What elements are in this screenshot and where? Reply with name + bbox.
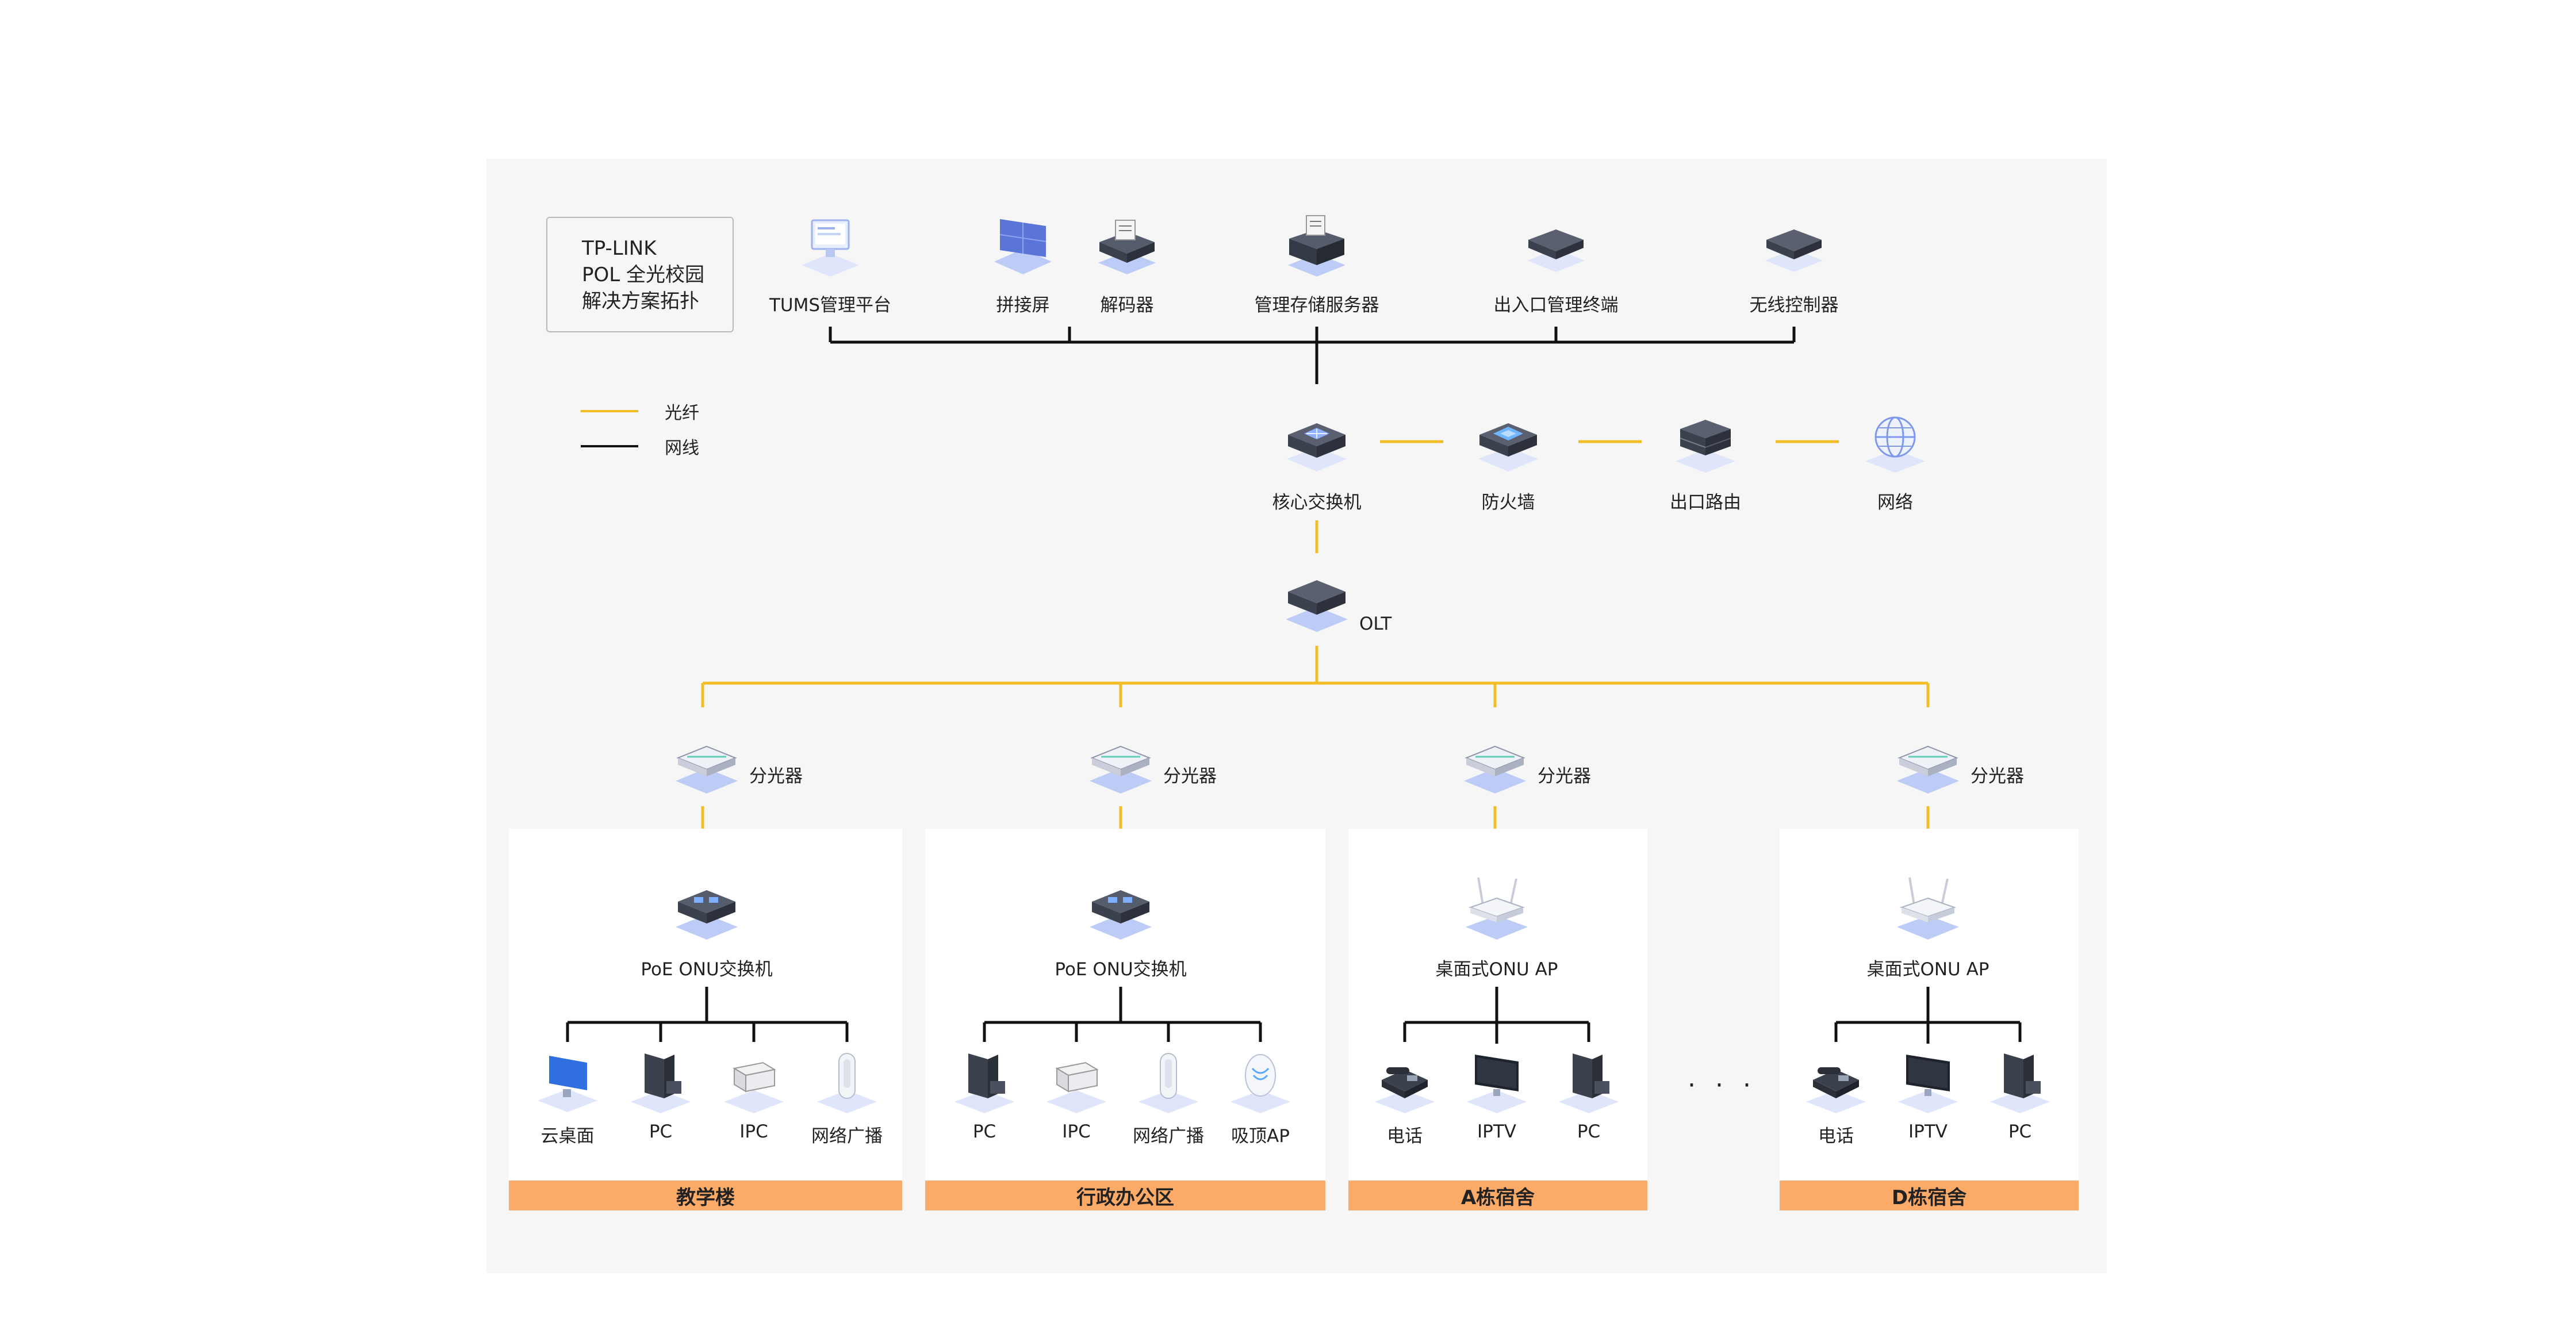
- splitter-4-label: 分光器: [1971, 766, 2024, 787]
- teach-d2-label: PC: [649, 1121, 673, 1142]
- core-switch-label: 核心交换机: [1272, 492, 1362, 513]
- title-box: TP-LINK POL 全光校园 解决方案拓扑: [546, 217, 734, 332]
- dormA-d3-label: PC: [1577, 1121, 1601, 1142]
- teach-d3-label: IPC: [739, 1121, 768, 1142]
- pc-icon: [631, 1053, 691, 1113]
- phone-icon: [1375, 1067, 1435, 1113]
- zone-dormA-label: A栋宿舍: [1348, 1181, 1647, 1210]
- dormA-onu-label: 桌面式ONU AP: [1435, 959, 1558, 980]
- gateway-label: 出入口管理终端: [1493, 295, 1619, 316]
- pc-icon: [1559, 1053, 1619, 1113]
- router-label: 出口路由: [1670, 492, 1741, 513]
- title-line-2: POL 全光校园: [582, 263, 705, 286]
- admin-d2-label: IPC: [1062, 1121, 1091, 1142]
- splitter-icon: [676, 745, 738, 794]
- speaker-icon: [817, 1053, 877, 1113]
- admin-d3-label: 网络广播: [1133, 1126, 1204, 1147]
- more-zones-ellipsis: · · ·: [1688, 1071, 1757, 1100]
- dormD-d2-label: IPTV: [1908, 1121, 1948, 1142]
- pc-icon: [954, 1053, 1014, 1113]
- legend-cable-label: 网线: [665, 438, 699, 458]
- admin-onu-label: PoE ONU交换机: [1055, 959, 1187, 980]
- olt-icon: [1286, 580, 1348, 632]
- speaker-icon: [1138, 1053, 1198, 1113]
- desktop-onu-ap-icon: [1897, 877, 1959, 940]
- globe-icon: [1865, 416, 1925, 473]
- firewall-icon: [1478, 423, 1538, 472]
- dormA-d1-label: 电话: [1387, 1126, 1423, 1147]
- legend-cable: 网线: [581, 434, 699, 459]
- teach-d1-label: 云桌面: [540, 1126, 595, 1147]
- splitter-3-label: 分光器: [1538, 766, 1591, 787]
- server-icon: [1288, 215, 1346, 277]
- olt-label: OLT: [1359, 614, 1392, 634]
- tv-icon: [1898, 1055, 1958, 1113]
- storage-label: 管理存储服务器: [1254, 295, 1379, 316]
- poe-onu-switch-icon: [1090, 890, 1152, 940]
- admin-d1-label: PC: [972, 1121, 996, 1142]
- splitter-icon: [1090, 745, 1152, 794]
- terminal-box-icon: [1527, 229, 1585, 272]
- splitter-2-label: 分光器: [1163, 766, 1217, 787]
- zone-teach-label: 教学楼: [509, 1181, 902, 1210]
- cable-swatch: [581, 445, 638, 447]
- desktop-onu-ap-icon: [1466, 877, 1528, 940]
- tums-label: TUMS管理平台: [769, 295, 892, 316]
- camera-icon: [1046, 1062, 1106, 1113]
- decoder-label: 解码器: [1100, 295, 1154, 316]
- dormA-d2-label: IPTV: [1477, 1121, 1516, 1142]
- video-wall-icon: [994, 219, 1052, 274]
- fiber-swatch: [581, 410, 638, 412]
- ceiling-ap-icon: [1230, 1054, 1290, 1113]
- zone-dormD-label: D栋宿舍: [1780, 1181, 2079, 1210]
- splitter-1-label: 分光器: [749, 766, 803, 787]
- monitor-icon: [538, 1056, 597, 1112]
- decoder-icon: [1098, 220, 1156, 274]
- teach-onu-label: PoE ONU交换机: [641, 959, 773, 980]
- internet-label: 网络: [1877, 492, 1913, 513]
- dormD-onu-label: 桌面式ONU AP: [1866, 959, 1989, 980]
- splitter-icon: [1464, 745, 1526, 794]
- title-line-3: 解决方案拓扑: [582, 290, 699, 313]
- teach-d4-label: 网络广播: [811, 1126, 883, 1147]
- poe-onu-switch-icon: [676, 890, 738, 940]
- legend-fiber-label: 光纤: [665, 403, 699, 423]
- zone-admin-card: [925, 829, 1325, 1181]
- zone-admin-label: 行政办公区: [925, 1181, 1325, 1210]
- admin-d4-label: 吸顶AP: [1231, 1126, 1290, 1147]
- tv-icon: [1467, 1055, 1527, 1113]
- dormD-d3-label: PC: [2008, 1121, 2032, 1142]
- controller-box-icon: [1765, 229, 1823, 272]
- monitor-platform-icon: [802, 219, 859, 277]
- wlc-label: 无线控制器: [1749, 295, 1839, 316]
- splitter-icon: [1897, 745, 1959, 794]
- core-switch-icon: [1287, 423, 1347, 472]
- firewall-label: 防火墙: [1481, 492, 1535, 513]
- title-line-1: TP-LINK: [582, 237, 657, 260]
- phone-icon: [1806, 1067, 1866, 1113]
- dormD-d1-label: 电话: [1818, 1126, 1854, 1147]
- pc-icon: [1990, 1053, 2050, 1113]
- legend-fiber: 光纤: [581, 398, 699, 424]
- router-icon: [1676, 420, 1735, 473]
- splice-label: 拼接屏: [996, 295, 1050, 316]
- camera-icon: [724, 1062, 784, 1113]
